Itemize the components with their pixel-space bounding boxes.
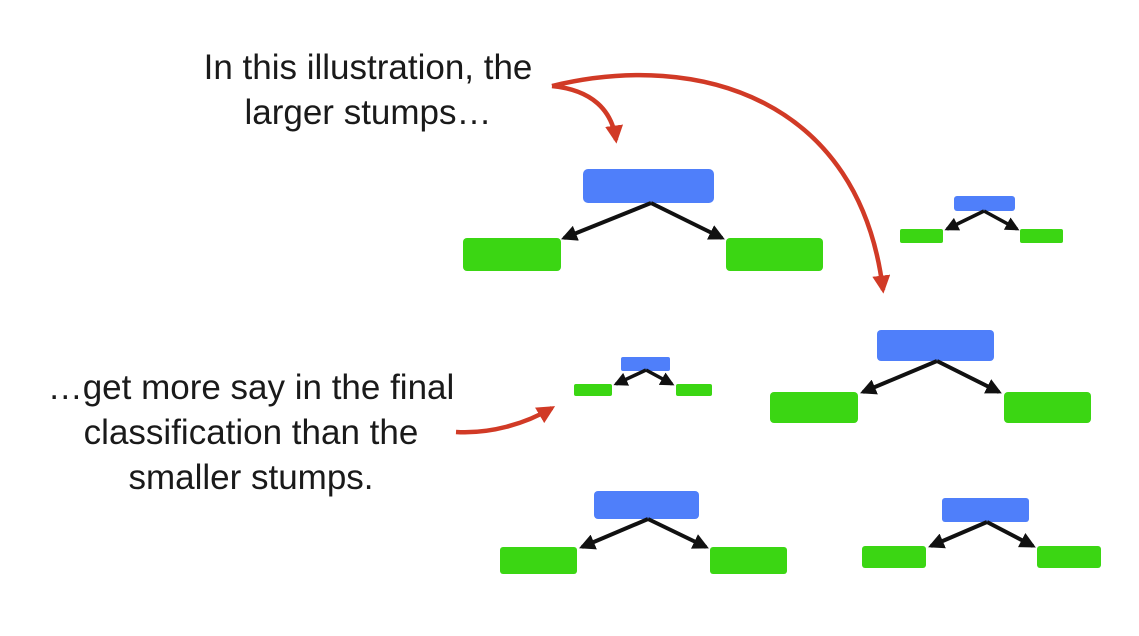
pointer-arrow-to-small-stump (455, 406, 556, 435)
stump-root-node (621, 357, 670, 371)
caption-bottom-line-3: smaller stumps. (128, 458, 374, 497)
branch-arrow (944, 209, 985, 231)
branch-arrow (936, 359, 1002, 394)
stump-leaf-node (770, 392, 858, 423)
caption-larger-stumps: In this illustration, the larger stumps… (168, 45, 568, 135)
caption-bottom-line-1: …get more say in the final (47, 368, 455, 407)
stump-leaf-node (1020, 229, 1063, 243)
stump-leaf-node (500, 547, 577, 574)
branch-arrow (645, 368, 675, 386)
branch-arrow (650, 201, 725, 240)
stump-leaf-node (463, 238, 561, 271)
pointer-arrow-to-large-stump (551, 83, 624, 144)
stump-leaf-node (574, 384, 612, 396)
stump-leaf-node (726, 238, 823, 271)
stump-root-node (954, 196, 1015, 211)
stump-leaf-node (676, 384, 712, 396)
stump-leaf-node (710, 547, 787, 574)
caption-top-line-1: In this illustration, the (203, 48, 533, 87)
branch-arrow (613, 368, 647, 386)
stump-leaf-node (1037, 546, 1101, 568)
stump-root-node (583, 169, 714, 203)
stump-small-middle (574, 357, 712, 396)
stump-large-top (463, 169, 823, 271)
stump-leaf-node (1004, 392, 1091, 423)
stump-leaf-node (900, 229, 943, 243)
branch-arrow (860, 359, 938, 395)
branch-arrow (561, 201, 652, 241)
branch-arrow (579, 517, 649, 550)
stump-root-node (877, 330, 994, 361)
stump-leaf-node (862, 546, 926, 568)
branch-arrow (986, 520, 1036, 548)
stump-medium-bottom-left (500, 491, 787, 574)
branch-arrow (928, 520, 988, 549)
branch-arrow (647, 517, 709, 549)
caption-top-line-2: larger stumps… (244, 93, 492, 132)
branch-arrow (983, 209, 1020, 231)
stump-root-node (594, 491, 699, 519)
caption-more-say: …get more say in the final classificatio… (0, 365, 502, 500)
stump-root-node (942, 498, 1029, 522)
stump-medium-bottom-right (862, 498, 1101, 568)
stump-small-top-right (900, 196, 1063, 243)
pointer-arrow-to-large-stump-right (551, 73, 891, 294)
caption-bottom-line-2: classification than the (83, 413, 419, 452)
stump-large-middle-right (770, 330, 1091, 423)
